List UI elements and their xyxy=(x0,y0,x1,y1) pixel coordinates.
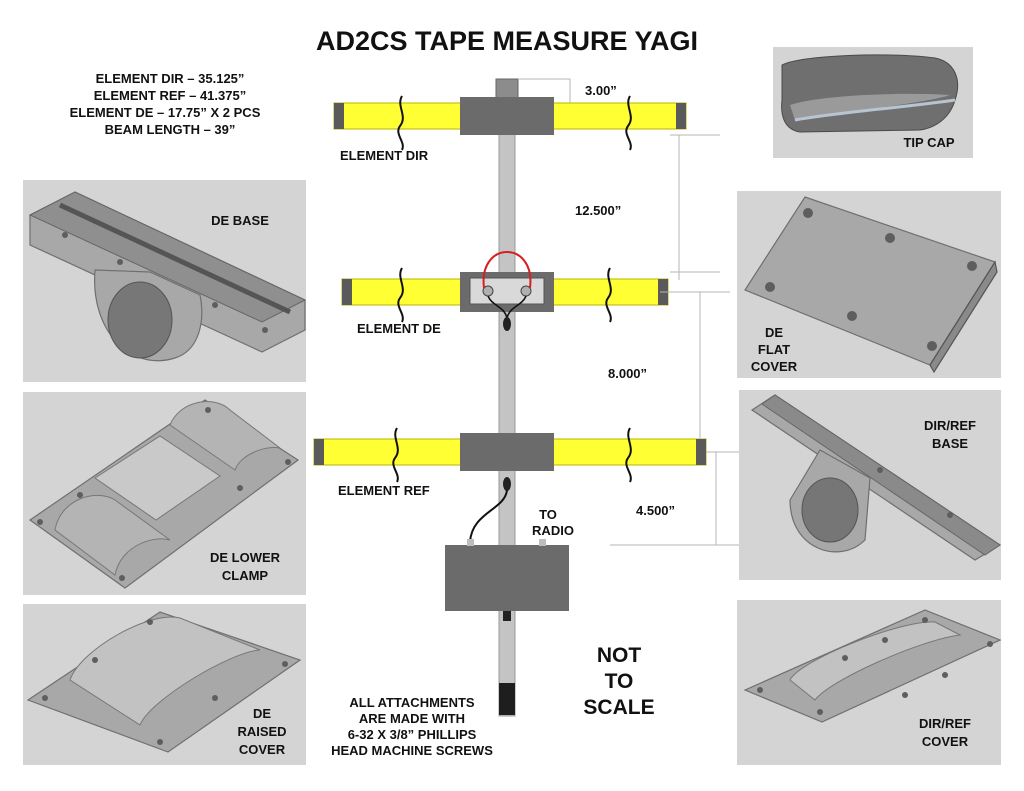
antenna-assembly: ELEMENT DIR ELEMENT DE ELEMENT REF xyxy=(313,78,707,717)
break-mark xyxy=(397,267,404,323)
dir-ref-base-label: DIR/REF xyxy=(924,418,976,433)
to-radio-label: RADIO xyxy=(532,523,574,538)
matching-box xyxy=(445,545,569,611)
de-raised-cover-label: RAISED xyxy=(237,724,286,739)
note-line: 6-32 X 3/8” PHILLIPS xyxy=(348,727,477,742)
coax-connector xyxy=(503,477,511,491)
de-flat-cover-label: DE xyxy=(765,325,783,340)
note-line: ALL ATTACHMENTS xyxy=(349,695,474,710)
de-raised-cover-label: DE xyxy=(253,706,271,721)
dimension-lines xyxy=(518,78,740,546)
feed-coax xyxy=(487,295,527,319)
de-raised-cover-label: COVER xyxy=(239,742,286,757)
element-ref xyxy=(313,427,707,483)
element-dir xyxy=(333,95,687,151)
de-flat-cover-label: COVER xyxy=(751,359,798,374)
break-mark xyxy=(392,427,399,483)
spec-list: ELEMENT DIR – 35.125” ELEMENT REF – 41.3… xyxy=(70,71,261,137)
panel-dir-ref-cover: DIR/REF COVER xyxy=(737,600,1002,765)
de-base-label: DE BASE xyxy=(211,213,269,228)
spec-line: BEAM LENGTH – 39” xyxy=(105,122,236,137)
coax-connector xyxy=(503,317,511,331)
de-lower-clamp-label: CLAMP xyxy=(222,568,269,583)
ref-mount xyxy=(460,433,554,471)
tip-cap-body xyxy=(781,54,959,133)
dir-ref-cover-label: DIR/REF xyxy=(919,716,971,731)
break-mark xyxy=(625,427,632,483)
spec-line: ELEMENT DIR – 35.125” xyxy=(96,71,245,86)
element-dir-label: ELEMENT DIR xyxy=(340,148,429,163)
coax-cable xyxy=(469,489,508,543)
box-connector xyxy=(467,539,474,546)
dir-ref-base-label: BASE xyxy=(932,436,968,451)
not-to-scale-line: SCALE xyxy=(583,696,654,719)
dim-dir-de: 12.500” xyxy=(575,203,621,218)
note-line: HEAD MACHINE SCREWS xyxy=(331,743,493,758)
boom-end-cap xyxy=(499,683,515,715)
panel-de-base: DE BASE xyxy=(23,180,307,382)
dim-de-ref: 8.000” xyxy=(608,366,647,381)
not-to-scale-line: TO xyxy=(605,670,634,693)
break-mark xyxy=(605,267,612,323)
panel-de-flat-cover: DE FLAT COVER xyxy=(737,191,1001,378)
not-to-scale: NOT TO SCALE xyxy=(583,644,654,719)
spec-line: ELEMENT REF – 41.375” xyxy=(94,88,246,103)
panel-dir-ref-base: DIR/REF BASE xyxy=(739,390,1002,580)
de-flat-cover-label: FLAT xyxy=(758,342,790,357)
to-radio-label: TO xyxy=(539,507,557,522)
spec-line: ELEMENT DE – 17.75” X 2 PCS xyxy=(70,105,261,120)
dir-mount xyxy=(460,97,554,135)
panel-tip-cap: TIP CAP xyxy=(773,47,973,158)
de-lower-clamp-label: DE LOWER xyxy=(210,550,281,565)
element-ref-label: ELEMENT REF xyxy=(338,483,430,498)
tip-cap-label: TIP CAP xyxy=(903,135,954,150)
page-title: AD2CS TAPE MEASURE YAGI xyxy=(316,26,698,56)
de-feed-block xyxy=(469,277,545,305)
boom-tip-cap xyxy=(495,78,519,99)
hairpin-wire xyxy=(482,251,532,289)
break-mark xyxy=(625,95,632,151)
note-line: ARE MADE WITH xyxy=(359,711,465,726)
not-to-scale-line: NOT xyxy=(597,644,642,667)
boom xyxy=(498,95,516,717)
box-clamp xyxy=(503,611,511,621)
dim-ref-box: 4.500” xyxy=(636,503,675,518)
attachment-note: ALL ATTACHMENTS ARE MADE WITH 6-32 X 3/8… xyxy=(331,695,493,758)
panel-de-lower-clamp: DE LOWER CLAMP xyxy=(23,392,306,595)
dir-ref-cover-label: COVER xyxy=(922,734,969,749)
dim-tip-offset: 3.00” xyxy=(585,83,617,98)
break-mark xyxy=(397,95,404,151)
box-connector xyxy=(539,539,546,546)
element-de-label: ELEMENT DE xyxy=(357,321,441,336)
panel-de-raised-cover: DE RAISED COVER xyxy=(23,604,306,765)
